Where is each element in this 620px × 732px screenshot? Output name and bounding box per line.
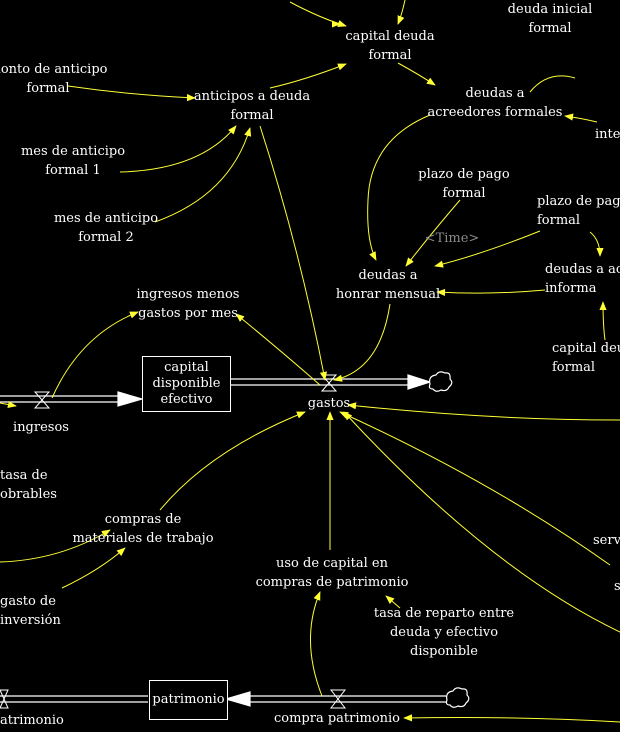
var-tasa-incobrables-partial[interactable]: tasa de obrables	[0, 468, 57, 502]
flow-pipe-patrimonio-out	[0, 695, 148, 703]
var-capital-deuda-formal[interactable]: capital deuda formal	[345, 29, 435, 63]
var-ingresos-menos-gastos[interactable]: ingresos menos gastos por mes	[136, 287, 240, 321]
var-monto-anticipo-formal[interactable]: monto de anticipo formal	[0, 62, 108, 96]
var-capital-deuda-informal-partial[interactable]: capital deud formal	[552, 341, 620, 375]
var-compras-materiales-trabajo[interactable]: compras de materiales de trabajo	[72, 512, 214, 546]
var-anticipos-deuda-formal[interactable]: anticipos a deuda formal	[193, 89, 311, 123]
flow-label-gastos[interactable]: gastos	[307, 396, 351, 411]
flow-pipe-ingresos	[0, 391, 145, 407]
var-uso-capital-compras-patrimonio[interactable]: uso de capital en compras de patrimonio	[255, 556, 409, 590]
cloud-source-compra-patrimonio	[445, 687, 470, 708]
shadow-var-time[interactable]: <Time>	[424, 231, 480, 246]
var-mes-anticipo-formal-1[interactable]: mes de anticipo formal 1	[20, 144, 126, 178]
var-deudas-acreedores-formales[interactable]: deudas a acreedores formales	[427, 86, 563, 120]
flow-label-compra-patrimonio[interactable]: compra patrimonio	[273, 711, 401, 726]
var-patrimonio-partial[interactable]: atrimonio	[0, 713, 64, 728]
var-inter-partial[interactable]: inter	[595, 127, 620, 142]
flow-pipe-compra-patrimonio	[223, 691, 446, 707]
valve-ingresos	[33, 391, 51, 409]
var-tasa-reparto[interactable]: tasa de reparto entre deuda y efectivo d…	[373, 606, 515, 659]
var-plazo-pago-informal-partial[interactable]: plazo de pago formal	[537, 194, 620, 228]
var-s-partial[interactable]: s	[614, 579, 620, 594]
var-deudas-acreedores-informales-partial[interactable]: deudas a acr informa	[545, 262, 620, 296]
stock-capital-disponible-efectivo[interactable]: capital disponible efectivo	[142, 356, 231, 412]
valve-gastos	[320, 374, 338, 392]
stock-patrimonio[interactable]: patrimonio	[149, 680, 228, 720]
var-serv-partial[interactable]: serv	[593, 533, 620, 548]
var-deudas-honrar-mensual[interactable]: deudas a honrar mensual	[335, 268, 441, 302]
cloud-sink-gastos	[428, 371, 453, 392]
var-deuda-inicial-formal[interactable]: deuda inicial formal	[507, 2, 593, 36]
var-mes-anticipo-formal-2[interactable]: mes de anticipo formal 2	[53, 211, 159, 245]
var-plazo-pago-formal[interactable]: plazo de pago formal	[418, 167, 510, 201]
valve-patrimonio-out	[0, 689, 9, 709]
var-gasto-inversion-partial[interactable]: gasto de inversión	[0, 594, 61, 628]
valve-compra-patrimonio	[329, 689, 347, 709]
flow-label-ingresos[interactable]: ingresos	[13, 420, 69, 435]
